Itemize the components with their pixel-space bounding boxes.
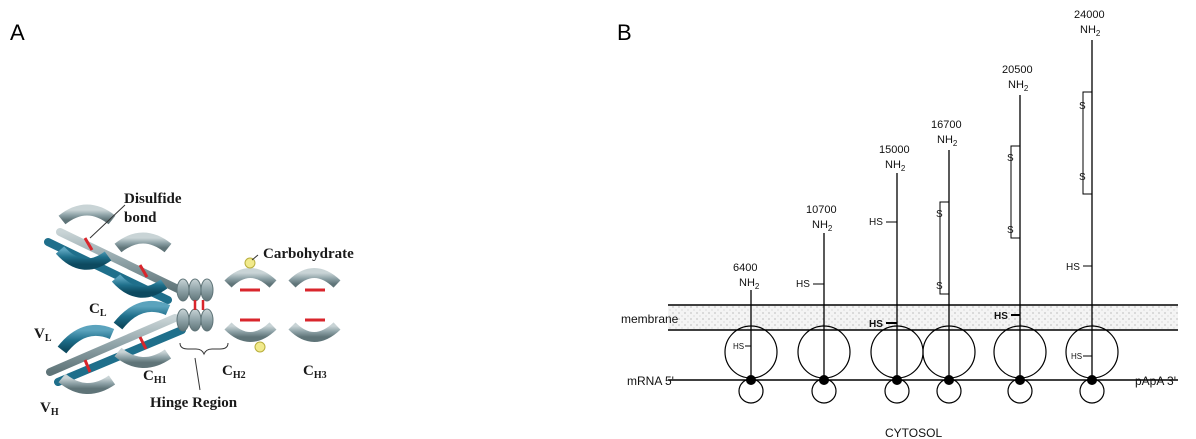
svg-text:S: S (1007, 153, 1014, 164)
svg-text:10700: 10700 (806, 204, 837, 216)
hinge-leader (194, 357, 201, 391)
svg-text:6400: 6400 (733, 262, 757, 274)
chain-4-label: 16700 NH2 (931, 119, 962, 148)
vl-label: VL (34, 326, 52, 344)
svg-text:15000: 15000 (879, 144, 910, 156)
panel-b-label: B (617, 20, 632, 45)
disulfide-leader (89, 204, 126, 239)
chain-4-disulfide: S S (936, 201, 949, 295)
mrna-label: mRNA 5' (627, 374, 674, 388)
panel-b: B membrane mRNA 5' pApA 3' CYTOSOL (617, 9, 1178, 439)
ch1-domain-lower (113, 301, 172, 368)
carbohydrate-dot-lower (254, 341, 266, 353)
disulfide-label-1: Disulfide (124, 191, 182, 207)
vh-label: VH (40, 400, 59, 418)
chain-3-hs-membrane: HS (869, 319, 883, 330)
cl-domain-upper (111, 232, 172, 298)
chain-3-hs: HS (869, 217, 883, 228)
hinge-bracket (179, 342, 229, 356)
cytosol-label: CYTOSOL (885, 426, 942, 439)
svg-text:24000: 24000 (1074, 9, 1105, 21)
upper-fab-arm (44, 204, 184, 304)
chain-6-disulfide: S S (1079, 91, 1092, 195)
panel-a-label: A (10, 20, 25, 45)
svg-text:16700: 16700 (931, 119, 962, 131)
chain-6-hs: HS (1066, 262, 1080, 273)
vl-domain-upper (55, 204, 116, 270)
carbohydrate-label: Carbohydrate (263, 246, 354, 262)
chain-5-hs-membrane: HS (994, 311, 1008, 322)
membrane-label: membrane (621, 312, 679, 326)
svg-text:S: S (936, 281, 943, 292)
papa-label: pApA 3' (1135, 374, 1176, 388)
cl-label: CL (89, 301, 107, 319)
svg-text:20500: 20500 (1002, 64, 1033, 76)
ch2-label: CH2 (222, 363, 246, 381)
chain-5-disulfide: S S (1007, 145, 1020, 239)
panel-a: A (10, 20, 360, 418)
ch1-label: CH1 (143, 368, 167, 386)
disulfide-label-2: bond (124, 210, 157, 226)
svg-text:S: S (1079, 101, 1086, 112)
svg-text:S: S (1007, 225, 1014, 236)
svg-text:NH2: NH2 (812, 219, 833, 233)
carbohydrate-dot-upper (244, 257, 256, 269)
chain-2-label: 10700 NH2 (806, 204, 837, 233)
svg-text:NH2: NH2 (885, 159, 906, 173)
carbohydrate-leader (251, 254, 259, 261)
ch3-label: CH3 (303, 363, 327, 381)
ribosome-hs-6: HS (1071, 352, 1082, 361)
svg-text:NH2: NH2 (1008, 79, 1029, 93)
ribosome-hs-1: HS (733, 342, 744, 351)
svg-text:NH2: NH2 (937, 134, 958, 148)
lower-fab-arm (46, 301, 186, 394)
chain-2-hs: HS (796, 279, 810, 290)
fc-region (210, 257, 360, 353)
svg-text:NH2: NH2 (1080, 24, 1101, 38)
hinge-label: Hinge Region (150, 395, 238, 411)
hinge-ovals (176, 278, 214, 332)
svg-text:S: S (1079, 172, 1086, 183)
vl-domain-lower (57, 325, 116, 394)
chain-6-label: 24000 NH2 (1074, 9, 1105, 38)
svg-text:S: S (936, 209, 943, 220)
chain-3-label: 15000 NH2 (879, 144, 910, 173)
chain-1-label: 6400 NH2 (733, 262, 760, 291)
chain-5-label: 20500 NH2 (1002, 64, 1033, 93)
svg-text:NH2: NH2 (739, 277, 760, 291)
